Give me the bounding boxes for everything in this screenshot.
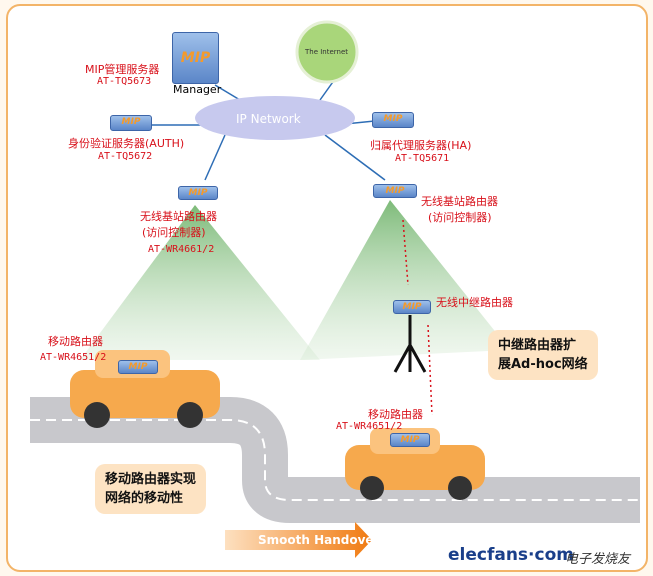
relay-name: 无线中继路由器 (436, 296, 513, 309)
coverage-right (300, 200, 510, 360)
auth-model: AT-TQ5672 (98, 151, 153, 162)
base-left-sub: (访问控制器) (142, 226, 206, 239)
ha-server-icon: MIP (372, 112, 414, 128)
ha-name: 归属代理服务器(HA) (370, 139, 472, 152)
manager-name: MIP管理服务器 (85, 63, 160, 76)
mobile-router-right-icon: MIP (390, 433, 430, 447)
ip-network-cloud (195, 96, 355, 140)
base-right-sub: (访问控制器) (428, 211, 492, 224)
relay-router-icon: MIP (393, 300, 431, 314)
handover-label: Smooth Handover (258, 533, 380, 547)
auth-name: 身份验证服务器(AUTH) (68, 137, 185, 150)
handover-arrow (225, 522, 372, 558)
relay-note: 中继路由器扩展Ad-hoc网络 (488, 330, 598, 380)
watermark-brand: 电子发烧友 (565, 552, 631, 567)
base-router-right-icon: MIP (373, 184, 417, 198)
manager-model: AT-TQ5673 (97, 76, 152, 87)
ha-model: AT-TQ5671 (395, 153, 450, 164)
mobile-left-name: 移动路由器 (48, 335, 103, 348)
mobile-note: 移动路由器实现网络的移动性 (95, 464, 207, 514)
auth-server-icon: MIP (110, 115, 152, 131)
mobile-right-name: 移动路由器 (368, 408, 423, 421)
tripod (393, 315, 427, 373)
ip-network-label: IP Network (236, 112, 301, 126)
manager-server-icon: MIP (172, 32, 219, 84)
base-router-left-icon: MIP (178, 186, 218, 200)
base-right-name: 无线基站路由器 (421, 195, 498, 208)
base-left-name: 无线基站路由器 (140, 210, 217, 223)
internet-label: The Internet (305, 48, 349, 56)
manager-label: Manager (173, 83, 222, 96)
internet-globe (295, 20, 359, 84)
mobile-right-model: AT-WR4651/2 (336, 421, 403, 432)
mobile-router-left-icon: MIP (118, 360, 158, 374)
coverage-left (80, 205, 320, 360)
watermark-site: elecfans·com (448, 545, 574, 565)
base-left-model: AT-WR4661/2 (148, 244, 215, 255)
mobile-left-model: AT-WR4651/2 (40, 352, 107, 363)
